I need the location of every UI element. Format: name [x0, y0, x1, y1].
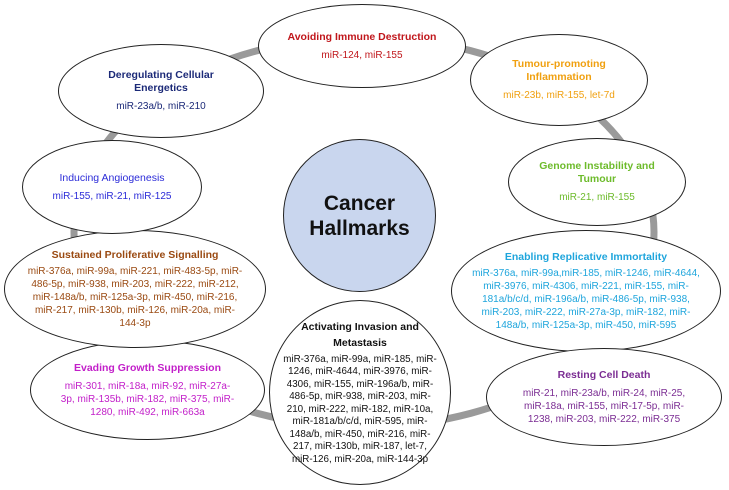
hallmark-mirnas: miR-376a, miR-99a,miR-185, miR-1246, miR… — [472, 267, 700, 331]
hallmark-title: Evading Growth Suppression — [73, 361, 221, 374]
hallmark-title: Inducing Angiogenesis — [59, 171, 165, 184]
hallmark-angiogenesis: Inducing Angiogenesis miR-155, miR-21, m… — [22, 140, 202, 234]
hallmark-title: Deregulating Cellular Energetics — [108, 69, 214, 94]
hallmark-title: Avoiding Immune Destruction — [287, 30, 437, 43]
hallmark-evading-growth: Evading Growth Suppression miR-301, miR-… — [30, 340, 265, 440]
hallmark-mirnas: miR-155, miR-21, miR-125 — [52, 190, 172, 202]
hallmark-title: Activating Invasion and Metastasis — [301, 320, 419, 349]
hallmark-replicative-immortality: Enabling Replicative Immortality miR-376… — [451, 230, 721, 352]
hallmark-mirnas: miR-21, miR-23a/b, miR-24, miR-25, miR-1… — [522, 387, 686, 425]
hallmark-mirnas: miR-21, miR-155 — [559, 192, 635, 203]
hallmark-mirnas: miR-23a/b, miR-210 — [116, 101, 206, 112]
hallmark-mirnas: miR-23b, miR-155, let-7d — [503, 90, 615, 101]
hallmark-tumour-inflammation: Tumour-promoting Inflammation miR-23b, m… — [470, 34, 648, 126]
hallmark-title: Resting Cell Death — [557, 368, 651, 381]
hallmark-proliferative-signalling: Sustained Proliferative Signalling miR-3… — [4, 230, 266, 348]
hallmark-cellular-energetics: Deregulating Cellular Energetics miR-23a… — [58, 44, 264, 138]
hallmark-mirnas: miR-376a, miR-99a, miR-185, miR-1246, mi… — [283, 353, 437, 465]
hallmark-genome-instability: Genome Instability and Tumour miR-21, mi… — [508, 138, 686, 226]
hallmark-mirnas: miR-301, miR-18a, miR-92, miR-27a-3p, mi… — [60, 380, 235, 418]
hallmark-title: Genome Instability and Tumour — [539, 160, 655, 185]
cancer-hallmarks-center: Cancer Hallmarks — [283, 139, 436, 292]
hallmark-invasion-metastasis: Activating Invasion and Metastasis miR-3… — [269, 300, 451, 485]
hallmark-title: Tumour-promoting Inflammation — [512, 58, 606, 83]
hallmark-avoiding-immune: Avoiding Immune Destruction miR-124, miR… — [258, 4, 466, 88]
hallmark-mirnas: miR-376a, miR-99a, miR-221, miR-483-5p, … — [27, 265, 243, 329]
hallmark-title: Sustained Proliferative Signalling — [51, 248, 219, 261]
hallmark-resting-cell-death: Resting Cell Death miR-21, miR-23a/b, mi… — [486, 348, 722, 446]
hallmark-mirnas: miR-124, miR-155 — [321, 49, 403, 61]
hallmark-title: Enabling Replicative Immortality — [504, 250, 668, 263]
